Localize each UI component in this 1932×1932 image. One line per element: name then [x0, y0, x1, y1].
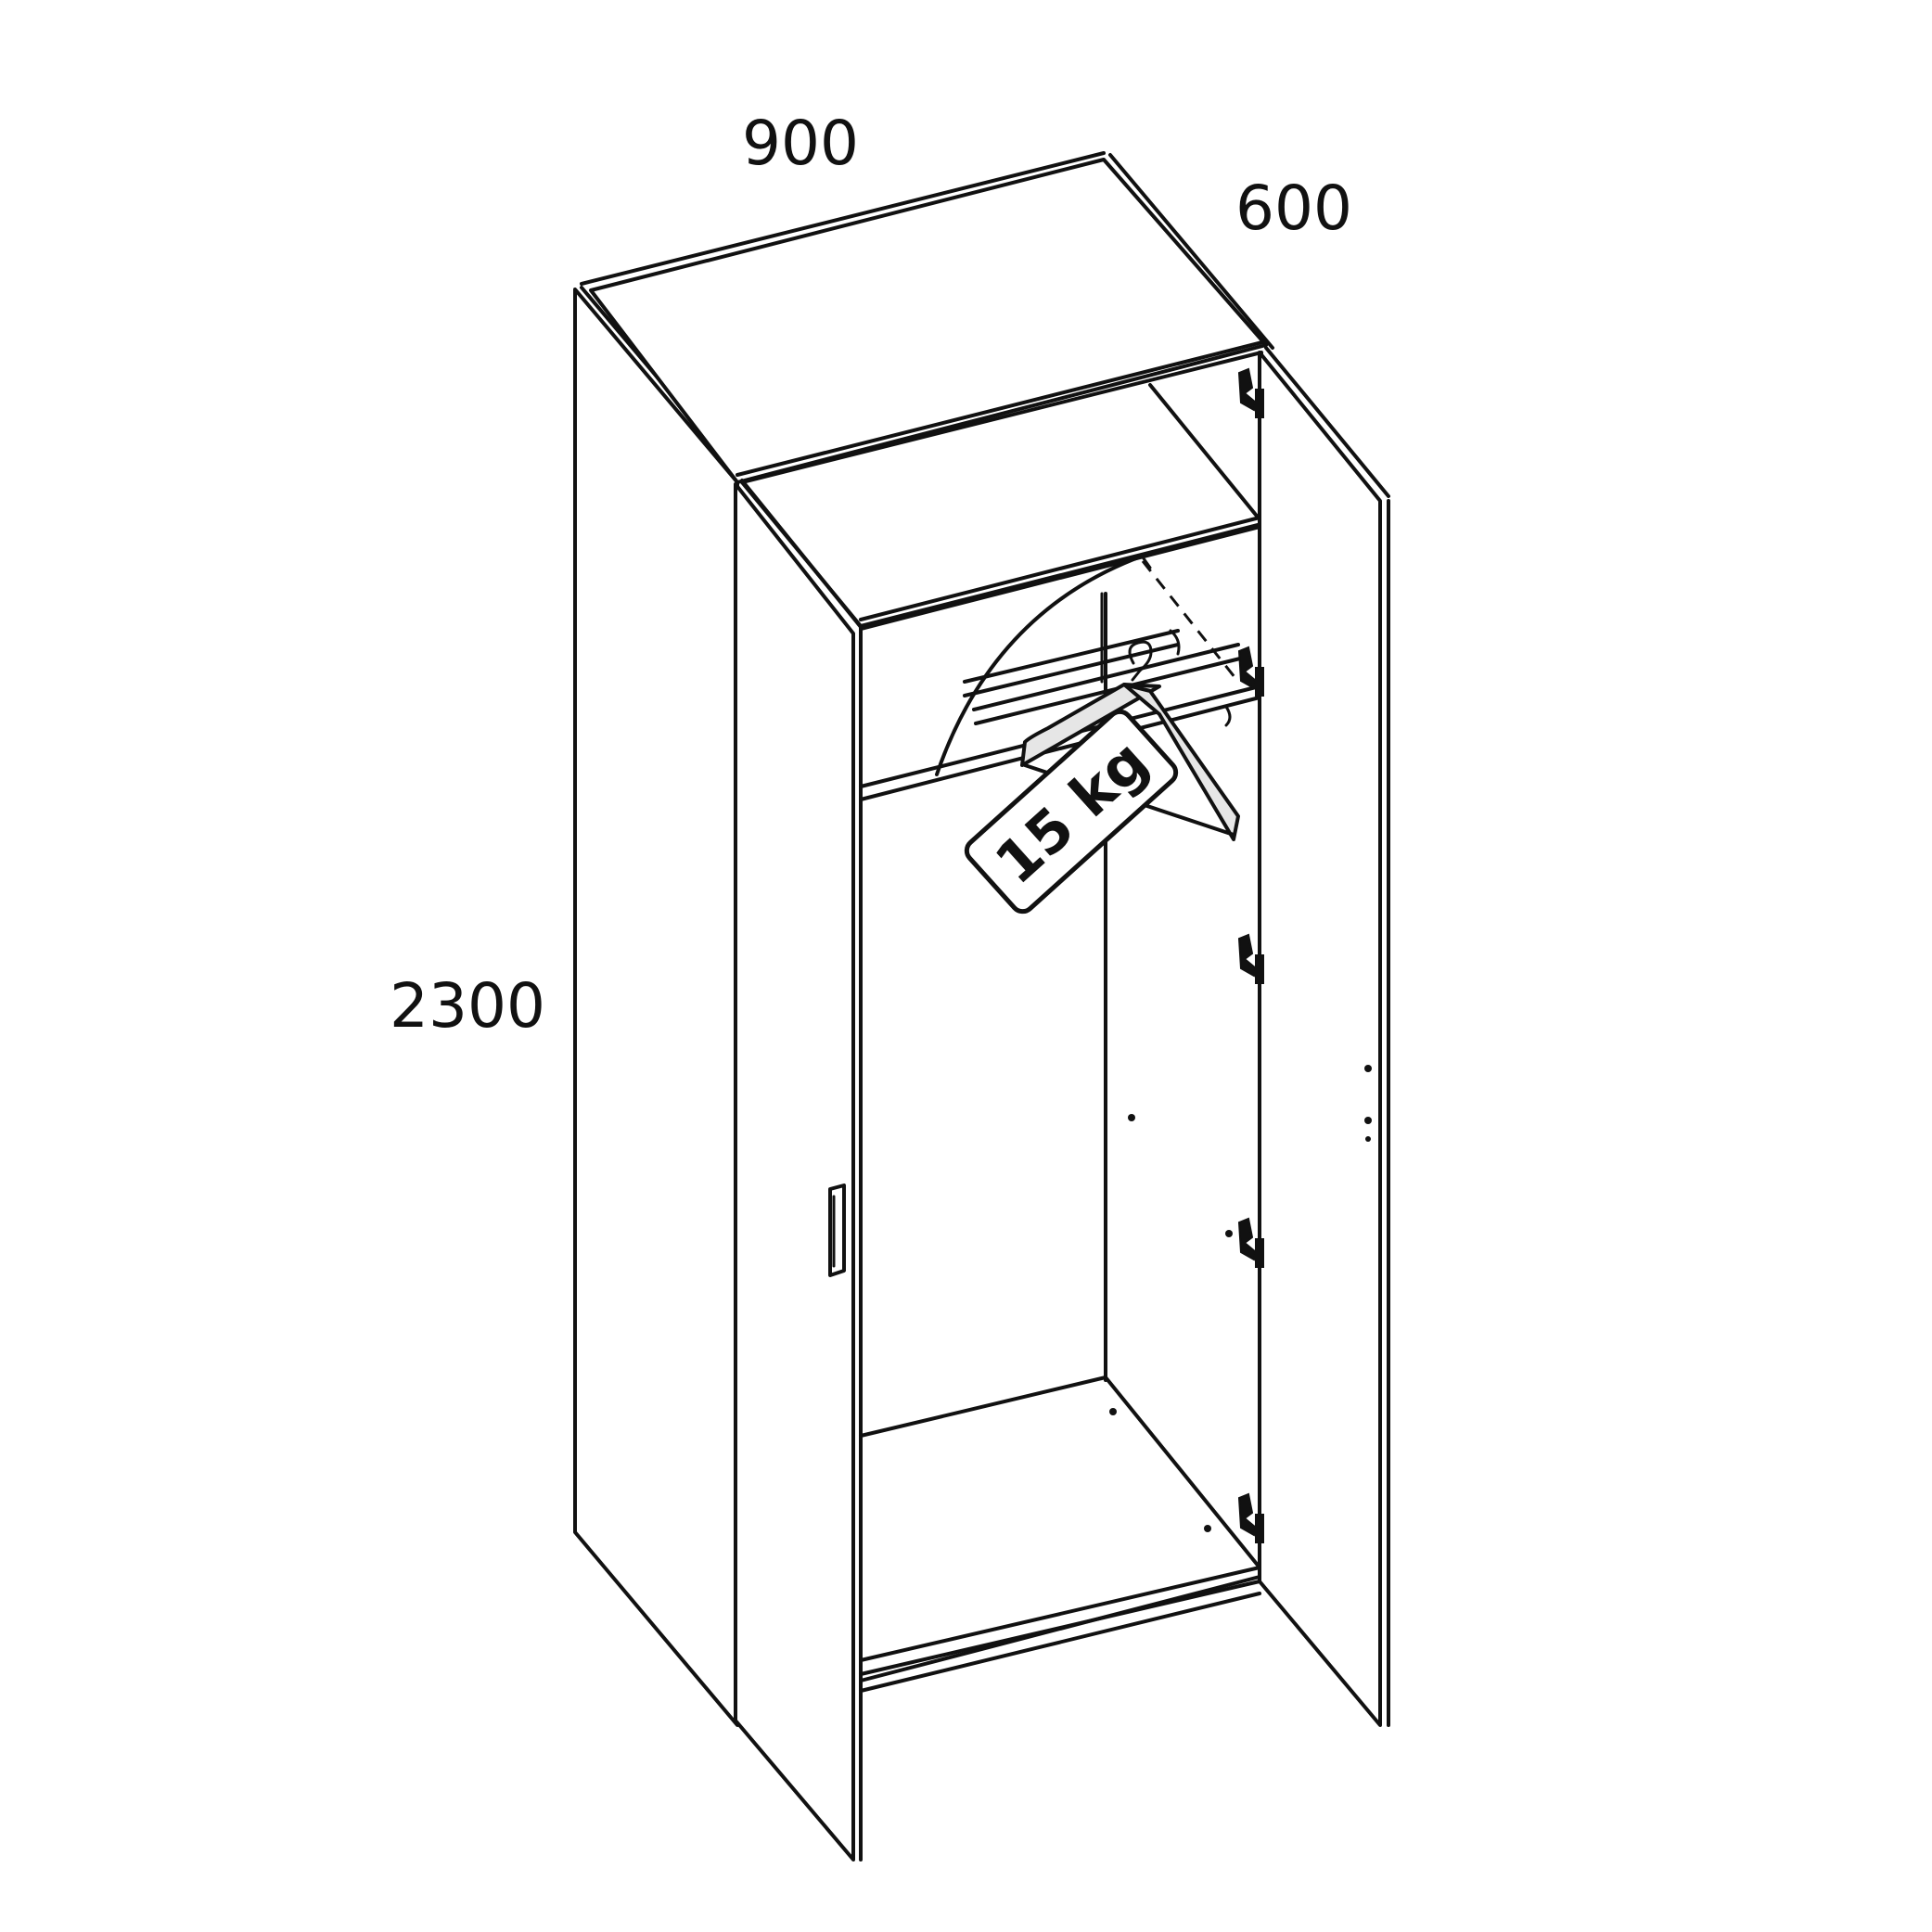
hinge-icon: [1237, 367, 1264, 418]
hinge-icon: [1237, 1217, 1264, 1268]
top-panel: [580, 151, 1274, 484]
cabinet-interior: [740, 351, 1263, 1693]
door-handle[interactable]: [828, 1184, 846, 1277]
right-door[interactable]: [1258, 346, 1390, 1727]
hinge-icon: [1237, 933, 1264, 984]
depth-dimension-label: 600: [1235, 173, 1352, 244]
hinge-icon: [1237, 646, 1264, 697]
left-side-panel: [573, 286, 744, 1727]
hanging-rail: [935, 553, 1242, 776]
left-door[interactable]: [734, 479, 863, 1862]
height-dimension-label: 2300: [390, 970, 545, 1042]
hinge-icon: [1237, 1492, 1264, 1543]
width-dimension-label: 900: [742, 108, 859, 179]
